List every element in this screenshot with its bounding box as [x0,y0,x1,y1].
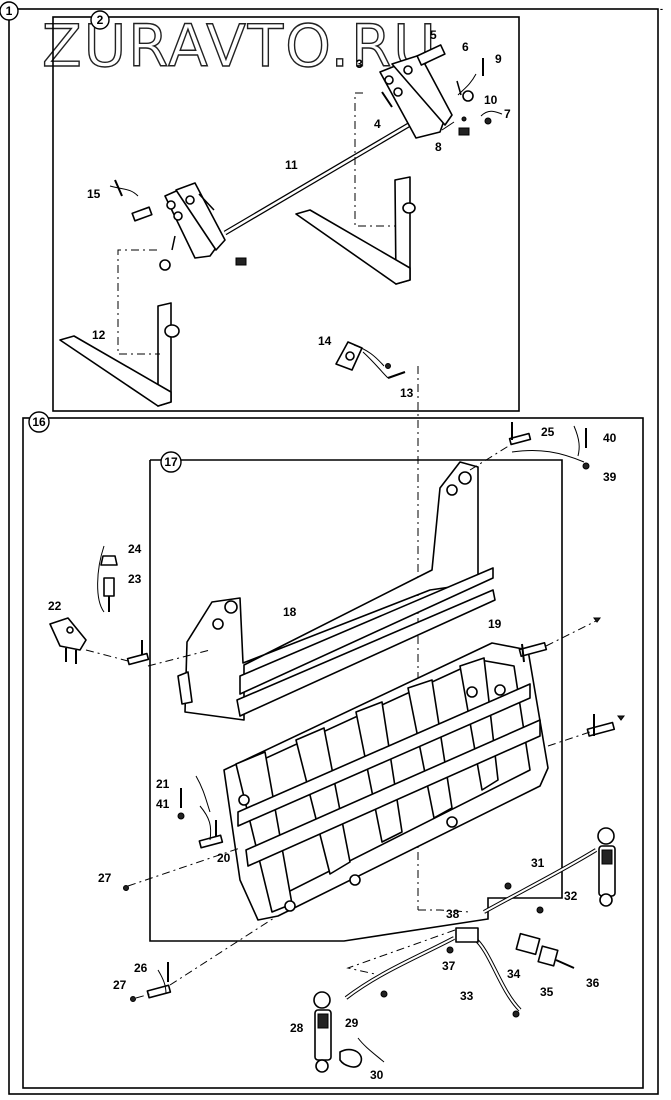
label-25: 25 [541,425,555,439]
label-30: 30 [370,1068,384,1082]
label-31: 31 [531,856,545,870]
assembly-callout-1: 1 [0,1,19,21]
coupler-leader-lines [97,425,585,1063]
label-37: 37 [442,959,456,973]
svg-text:1: 1 [6,4,13,18]
label-20: 20 [217,851,231,865]
label-5: 5 [430,28,437,42]
label-33: 33 [460,989,474,1003]
left-pallet-fork-12 [59,302,180,407]
svg-text:2: 2 [97,13,104,27]
label-32: 32 [564,889,578,903]
label-39: 39 [603,470,617,484]
corner-mark: - [660,4,663,14]
label-34: 34 [507,967,521,981]
right-fork-bracket [379,44,474,139]
label-23: 23 [128,572,142,586]
label-15: 15 [87,187,101,201]
connecting-rod-11 [223,120,414,236]
label-27-bottom: 27 [113,978,127,992]
label-36: 36 [586,976,600,990]
coupler-frame-18 [177,461,496,721]
svg-text:16: 16 [32,415,46,429]
label-9: 9 [495,52,502,66]
part-labels: 5 3 6 9 10 7 4 8 11 15 12 14 13 25 40 39… [48,28,617,1082]
assembly-frame-2 [52,16,520,412]
support-bracket-22 [49,555,133,664]
label-10: 10 [484,93,498,107]
hydraulic-cylinder-right [597,827,616,907]
label-11: 11 [285,158,298,172]
label-14: 14 [318,334,332,348]
label-13: 13 [400,386,414,400]
label-40: 40 [603,431,617,445]
label-8: 8 [435,140,442,154]
hydraulic-cylinder-28 [313,991,363,1073]
label-27-top: 27 [98,871,112,885]
tool-frame-19 [223,642,549,921]
assembly-frame-16 [22,417,644,1089]
assembly-callout-16: 16 [28,411,50,433]
label-6: 6 [462,40,469,54]
label-4: 4 [374,117,381,131]
label-21: 21 [156,777,170,791]
label-38: 38 [446,907,460,921]
label-18: 18 [283,605,297,619]
label-19: 19 [488,617,502,631]
fork-hardware [114,58,492,251]
hydraulic-hoses [344,848,598,1018]
label-28: 28 [290,1021,304,1035]
fork-leader-lines [109,73,503,379]
right-pallet-fork [295,176,416,285]
label-29: 29 [345,1016,359,1030]
assembly-callout-2: 2 [90,10,110,30]
svg-text:17: 17 [164,455,178,469]
label-24: 24 [128,542,142,556]
label-12: 12 [92,328,106,342]
label-35: 35 [540,985,554,999]
label-26: 26 [134,961,148,975]
fork-pin-lock-14 [335,341,406,379]
label-41: 41 [156,797,170,811]
left-fork-bracket [131,182,247,271]
label-7: 7 [504,107,511,121]
coupler-pins [123,422,625,1002]
outer-frame [8,8,659,1095]
label-3: 3 [356,57,363,71]
assembly-callout-17: 17 [160,451,182,473]
label-22: 22 [48,599,62,613]
